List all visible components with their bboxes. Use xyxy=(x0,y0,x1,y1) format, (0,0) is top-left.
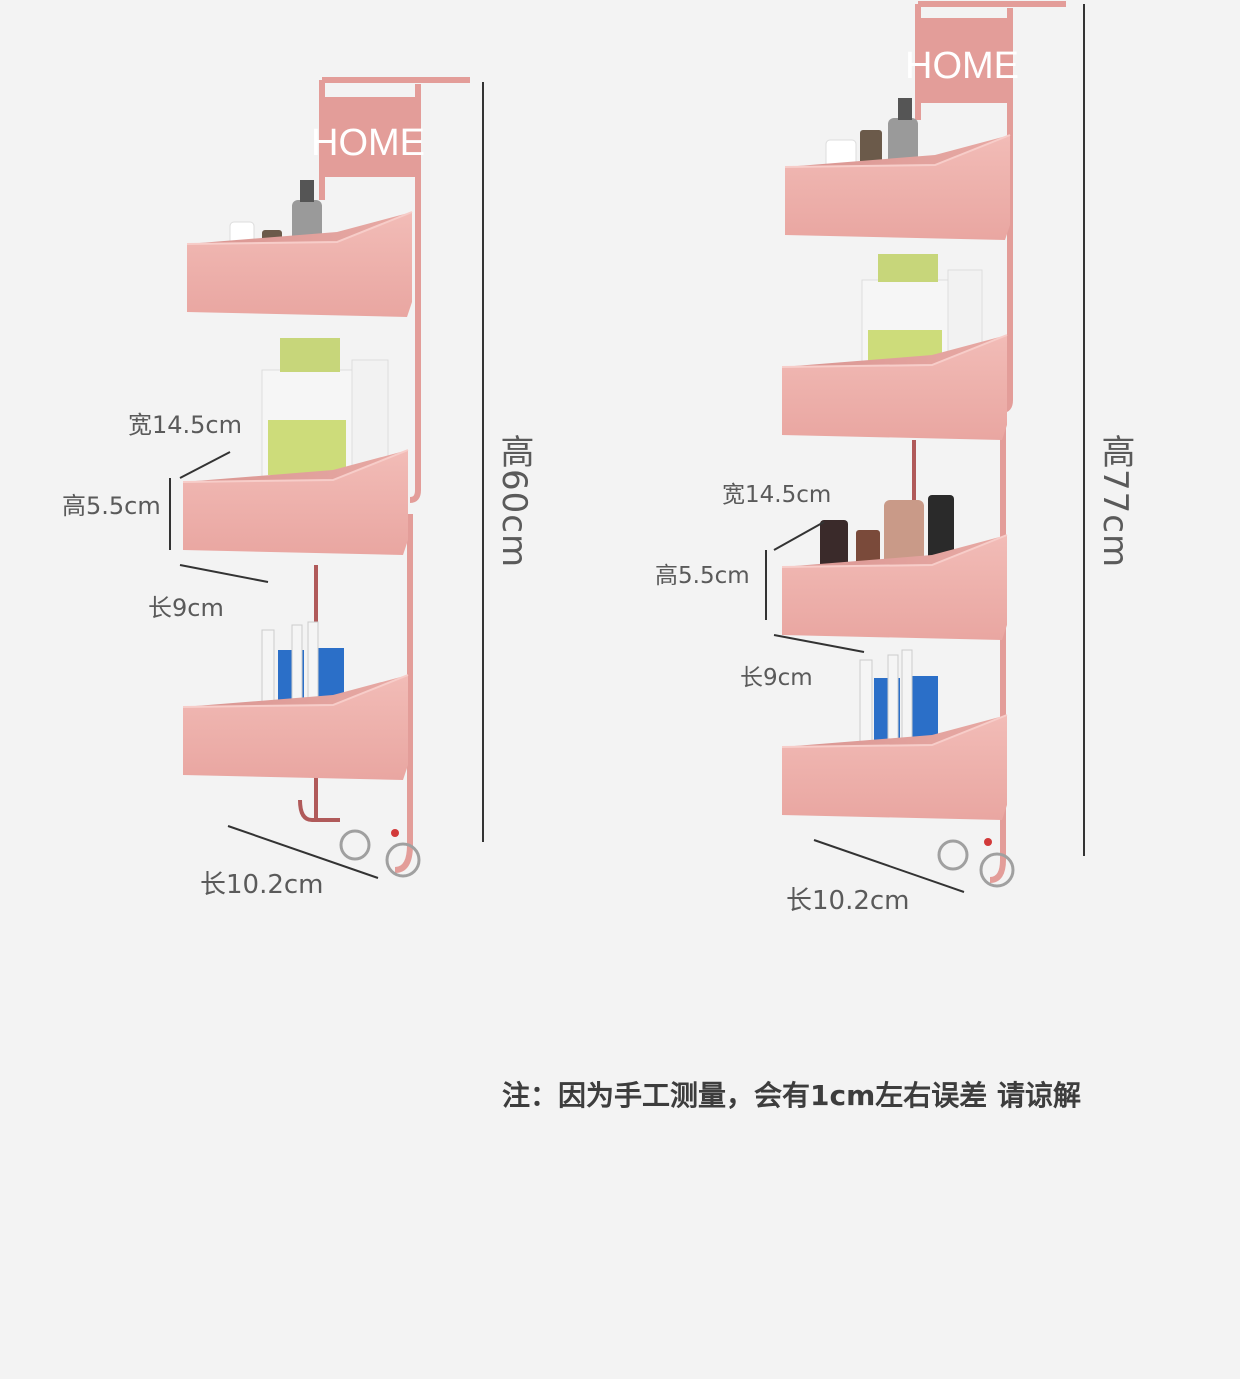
right-height-label: 高77cm xyxy=(1095,434,1135,569)
left-dimension-lines xyxy=(169,82,484,879)
left-depth-label: 长9cm xyxy=(148,594,224,622)
left-basket-height-label: 高5.5cm xyxy=(62,492,161,520)
right-length-label: 长10.2cm xyxy=(786,886,910,916)
measurement-note: 注：因为手工测量，会有1cm左右误差 请谅解 xyxy=(502,1079,1082,1112)
left-height-label: 高60cm xyxy=(494,434,534,569)
right-basket-height-label: 高5.5cm xyxy=(655,563,750,589)
right-width-label: 宽14.5cm xyxy=(722,482,832,508)
home-sign-text: HOME xyxy=(905,45,1019,87)
home-sign xyxy=(321,97,415,177)
left-length-label: 长10.2cm xyxy=(200,870,324,900)
home-sign-text: HOME xyxy=(311,122,425,164)
right-rack: HOME xyxy=(781,1,1066,888)
right-dimension-lines xyxy=(765,4,1085,893)
left-rack: HOME xyxy=(182,77,470,878)
right-depth-label: 长9cm xyxy=(740,665,813,691)
home-sign xyxy=(917,18,1007,103)
left-width-label: 宽14.5cm xyxy=(128,411,243,439)
